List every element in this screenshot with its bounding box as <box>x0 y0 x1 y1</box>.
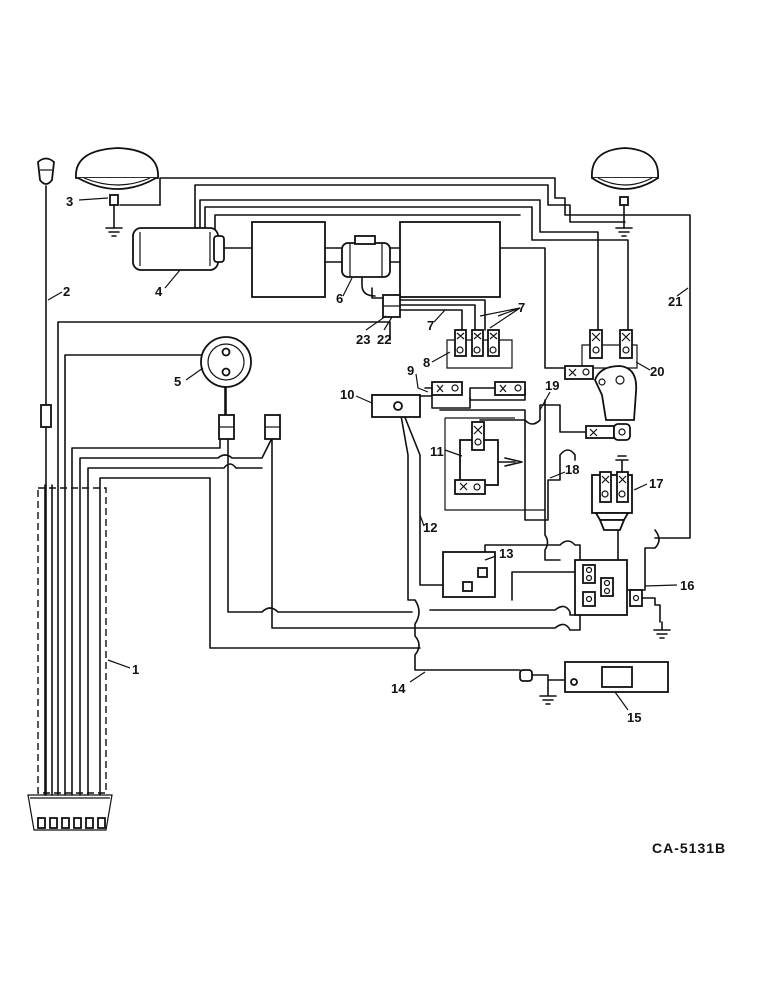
battery-15 <box>519 661 669 705</box>
callout-labels: 1 2 3 4 5 6 7 7 8 9 10 11 12 13 14 15 16… <box>63 194 694 725</box>
callout-7a: 7 <box>427 318 434 333</box>
harness-1 <box>27 484 113 831</box>
leader-lines <box>47 197 689 711</box>
callout-7b: 7 <box>518 300 525 315</box>
connector-22-23 <box>382 294 401 318</box>
switch-10 <box>371 394 421 418</box>
callout-6: 6 <box>336 291 343 306</box>
callout-17: 17 <box>649 476 663 491</box>
callout-12: 12 <box>423 520 437 535</box>
fuse-holder-9 <box>431 381 526 396</box>
callout-4: 4 <box>155 284 163 299</box>
callout-10: 10 <box>340 387 354 402</box>
callout-14: 14 <box>391 681 406 696</box>
terminal-block-16 <box>574 559 671 639</box>
harness-connector-pins <box>37 817 106 829</box>
callout-21: 21 <box>668 294 682 309</box>
callout-8: 8 <box>423 355 430 370</box>
callout-2: 2 <box>63 284 70 299</box>
headlamp-right <box>591 147 659 237</box>
fuse-block-8 <box>446 329 513 369</box>
gauge-5 <box>200 336 252 416</box>
callout-9: 9 <box>407 363 414 378</box>
relay-17 <box>591 455 633 531</box>
fuse-holder-20 <box>564 329 638 441</box>
drawing-code: CA-5131B <box>652 840 726 856</box>
headlamp-left-3 <box>75 147 159 237</box>
generator-4 <box>132 227 225 271</box>
callout-13: 13 <box>499 546 513 561</box>
callout-11: 11 <box>430 444 444 459</box>
callout-5: 5 <box>174 374 181 389</box>
warning-lamp-2 <box>37 157 55 796</box>
callout-19: 19 <box>545 378 559 393</box>
callout-23: 23 <box>356 332 370 347</box>
blower-6 <box>251 221 501 298</box>
callout-1: 1 <box>132 662 139 677</box>
callout-15: 15 <box>627 710 641 725</box>
relay-11 <box>444 417 545 511</box>
callout-16: 16 <box>680 578 694 593</box>
callout-20: 20 <box>650 364 664 379</box>
callout-22: 22 <box>377 332 391 347</box>
inline-connectors <box>218 414 281 440</box>
callout-3: 3 <box>66 194 73 209</box>
callout-18: 18 <box>565 462 579 477</box>
